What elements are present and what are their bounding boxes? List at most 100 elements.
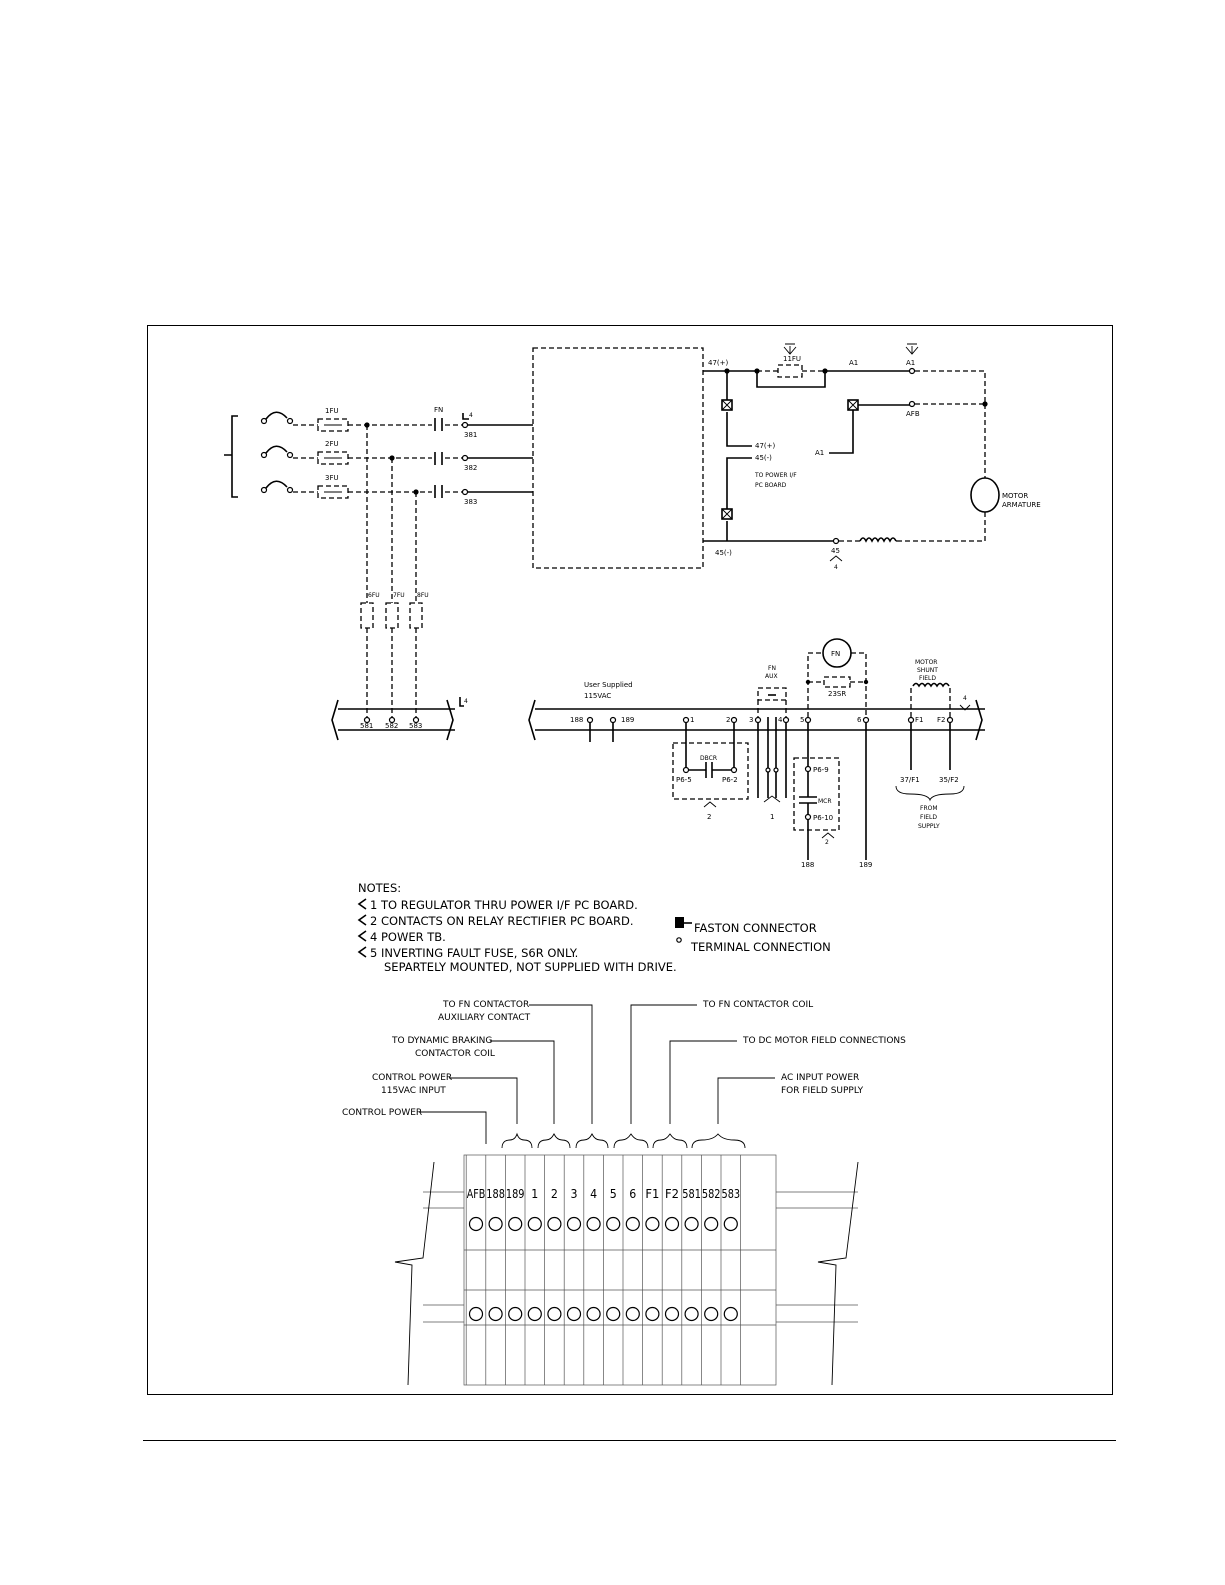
label-115vac: 115VAC xyxy=(584,692,611,700)
terminal-screw xyxy=(704,1306,719,1322)
callout-fn-coil: TO FN CONTACTOR COIL xyxy=(702,1000,813,1010)
label-45-minus: 45(-) xyxy=(715,549,732,557)
label-8fu: 8FU xyxy=(417,592,429,599)
label-f1-supply: 37/F1 xyxy=(900,776,920,784)
label-motor: MOTOR xyxy=(1002,492,1028,500)
label-p6-10: P6-10 xyxy=(813,814,833,822)
resistor-23sr xyxy=(823,676,851,688)
faston-lower xyxy=(721,508,733,520)
label-189: 189 xyxy=(621,716,634,724)
label-ref2b: 2 xyxy=(825,839,829,846)
label-11fu: 11FU xyxy=(783,355,801,363)
label-shunt-2: SHUNT xyxy=(917,667,938,674)
label-armature: ARMATURE xyxy=(1002,501,1041,509)
label-a1-terminal: A1 xyxy=(906,359,915,367)
label-7fu: 7FU xyxy=(393,592,405,599)
callout-db-2: CONTACTOR COIL xyxy=(415,1049,495,1059)
label-47-plus: 47(+) xyxy=(708,359,729,367)
terminal-screw xyxy=(468,1306,484,1322)
label-23sr: 23SR xyxy=(828,690,846,698)
label-t1: 1 xyxy=(690,716,694,724)
terminal-label: 581 xyxy=(682,1186,701,1201)
terminal-screw xyxy=(566,1306,582,1322)
svg-text:4: 4 xyxy=(469,412,473,419)
terminal-screw xyxy=(566,1216,582,1232)
label-381: 381 xyxy=(464,431,477,439)
label-583: 583 xyxy=(409,722,422,730)
ac-input-section: 1FU 2FU 3FU FN 381 382 383 4 6FU 7FU 8FU xyxy=(224,406,533,718)
label-supply: SUPPLY xyxy=(918,823,940,830)
label-t6: 6 xyxy=(857,716,862,724)
label-p6-2: P6-2 xyxy=(722,776,738,784)
label-2fu: 2FU xyxy=(325,440,339,448)
terminal-label: 583 xyxy=(722,1186,741,1201)
callout-ac-1: AC INPUT POWER xyxy=(781,1073,859,1083)
terminal-symbol xyxy=(676,937,682,943)
label-45-minus-b: 45(-) xyxy=(755,454,772,462)
terminal-label: 4 xyxy=(590,1186,597,1201)
label-188: 188 xyxy=(570,716,583,724)
label-fn-aux-1: FN xyxy=(768,665,776,672)
terminal-screw xyxy=(547,1216,562,1232)
terminal-label: 3 xyxy=(571,1186,578,1201)
terminal-label: 6 xyxy=(629,1186,636,1201)
note-4: 4 POWER TB. xyxy=(370,930,446,944)
label-f2-supply: 35/F2 xyxy=(939,776,959,784)
terminal-screw xyxy=(527,1306,542,1322)
legend-terminal: TERMINAL CONNECTION xyxy=(690,940,831,954)
callouts: TO FN CONTACTOR AUXILIARY CONTACT TO FN … xyxy=(342,1000,906,1149)
label-t2: 2 xyxy=(726,716,730,724)
power-module-box xyxy=(532,347,704,569)
control-section: 581 582 583 4 User Supplied 115VAC 188 1… xyxy=(331,638,985,869)
callout-db-1: TO DYNAMIC BRAKING xyxy=(391,1036,492,1046)
terminal-screw xyxy=(704,1216,719,1232)
label-3fu: 3FU xyxy=(325,474,339,482)
label-tf2: F2 xyxy=(937,716,945,724)
label-1fu: 1FU xyxy=(325,407,339,415)
terminal-screw xyxy=(684,1306,699,1322)
terminal-screw xyxy=(684,1216,699,1232)
fuse-6fu xyxy=(360,602,374,629)
label-shunt-3: FIELD xyxy=(919,675,936,682)
label-user-supplied: User Supplied xyxy=(584,681,633,689)
label-b189: 189 xyxy=(859,861,872,869)
terminal-screw xyxy=(586,1306,601,1322)
label-afb: AFB xyxy=(906,410,920,418)
label-a1-side: A1 xyxy=(815,449,824,457)
callout-ctrl: CONTROL POWER xyxy=(342,1108,422,1118)
label-dbcr: DBCR xyxy=(700,755,717,762)
terminal-label: AFB xyxy=(467,1186,486,1201)
terminal-screw xyxy=(606,1216,621,1232)
label-mcr: MCR xyxy=(818,798,832,805)
label-ref4-b: 4 xyxy=(464,698,468,705)
terminal-screw xyxy=(664,1216,680,1232)
line-switch-3 xyxy=(260,480,294,494)
terminal-label: 189 xyxy=(506,1186,525,1201)
terminal-label: 188 xyxy=(486,1186,505,1201)
terminal-label: 5 xyxy=(610,1186,617,1201)
terminal-screw xyxy=(645,1216,660,1232)
fn-aux-box xyxy=(757,687,787,701)
faston-upper xyxy=(721,399,733,411)
label-t5: 5 xyxy=(800,716,804,724)
fuse-11fu xyxy=(777,364,803,378)
label-ref4-c: 4 xyxy=(963,695,967,702)
legend: FASTON CONNECTOR TERMINAL CONNECTION xyxy=(675,917,831,954)
terminal-label: 2 xyxy=(551,1186,558,1201)
fuse-2fu xyxy=(317,451,349,465)
terminal-screw xyxy=(527,1216,542,1232)
label-p6-5: P6-5 xyxy=(676,776,692,784)
terminal-screw xyxy=(586,1216,601,1232)
label-581: 581 xyxy=(360,722,373,730)
drawing-frame xyxy=(147,325,1113,1395)
label-383: 383 xyxy=(464,498,477,506)
fuse-8fu xyxy=(409,602,423,629)
label-to-power-1: TO POWER I/F xyxy=(754,472,797,479)
label-582: 582 xyxy=(385,722,398,730)
terminal-screw xyxy=(645,1306,660,1322)
label-field: FIELD xyxy=(920,814,937,821)
label-fn-coil: FN xyxy=(831,650,840,658)
terminal-screw xyxy=(508,1216,523,1232)
label-to-power-2: PC BOARD xyxy=(755,482,787,489)
